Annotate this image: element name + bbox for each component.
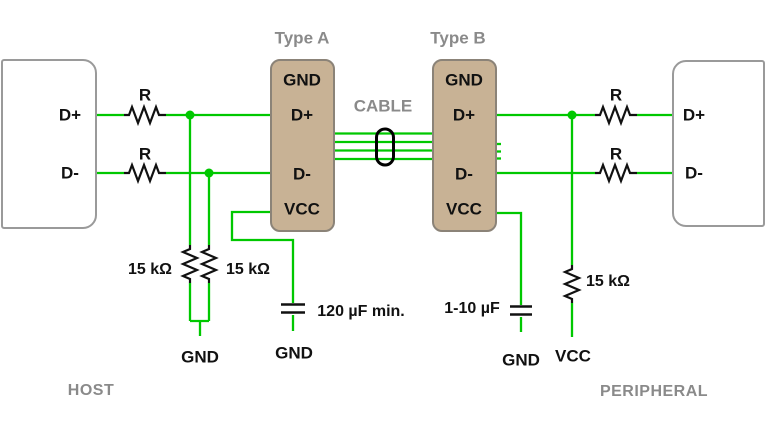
resistor-symbol-pulldown-dplus [180, 245, 200, 283]
host-cap-value: 120 µF min. [317, 303, 405, 320]
junction-dot-host-dminus [204, 168, 214, 178]
host-pin-dplus: D+ [58, 105, 82, 125]
pulldown-left-value: 15 kΩ [128, 261, 172, 278]
junction-dot-host-dplus [185, 110, 195, 120]
gnd-label-peripheral-cap: GND [502, 350, 540, 370]
typeb-pin-gnd: GND [445, 70, 483, 90]
cable-label: CABLE [353, 96, 413, 116]
junction-dot-peripheral-dplus [567, 110, 577, 120]
resistor-label-host-dminus: R [138, 144, 152, 164]
peripheral-cap-value: 1-10 µF [444, 300, 500, 317]
gnd-label-host-cap: GND [275, 343, 313, 363]
resistor-symbol-peripheral-pullup [562, 265, 582, 303]
resistor-symbol-pulldown-dminus [199, 245, 219, 283]
peripheral-zone-label: PERIPHERAL [599, 383, 709, 400]
gnd-label-host-pulldowns: GND [181, 347, 219, 367]
resistor-label-host-dplus: R [138, 85, 152, 105]
connector-type-a-box [270, 59, 335, 232]
vcc-label-peripheral-pullup: VCC [555, 346, 591, 366]
capacitor-symbol-host-bulk [281, 303, 305, 314]
connector-type-b-box [432, 59, 497, 232]
resistor-label-peripheral-dminus: R [609, 144, 623, 164]
peripheral-pin-dplus: D+ [682, 105, 706, 125]
resistor-label-peripheral-dplus: R [609, 85, 623, 105]
cable-bundle-oval [375, 127, 395, 167]
typea-pin-dminus: D- [293, 164, 311, 184]
resistor-symbol-host-dplus [124, 103, 166, 127]
typea-pin-dplus: D+ [290, 105, 314, 125]
resistor-symbol-peripheral-dminus [595, 161, 637, 185]
wire-typeb-vcc-to-cap [497, 211, 523, 305]
connector-a-title: Type A [274, 28, 330, 48]
host-box [1, 59, 97, 229]
resistor-symbol-host-dminus [124, 161, 166, 185]
typeb-pin-dplus: D+ [452, 105, 476, 125]
host-zone-label: HOST [67, 382, 115, 399]
typeb-pin-vcc: VCC [446, 199, 482, 219]
host-pin-dminus: D- [61, 163, 79, 183]
typeb-pin-dminus: D- [455, 164, 473, 184]
pullup-value: 15 kΩ [586, 273, 630, 290]
typea-pin-vcc: VCC [284, 199, 320, 219]
resistor-symbol-peripheral-dplus [595, 103, 637, 127]
typea-pin-gnd: GND [283, 70, 321, 90]
peripheral-pin-dminus: D- [685, 163, 703, 183]
capacitor-symbol-peripheral-bypass [510, 305, 532, 316]
pulldown-right-value: 15 kΩ [226, 261, 270, 278]
peripheral-box [672, 60, 765, 227]
connector-b-title: Type B [430, 28, 486, 48]
